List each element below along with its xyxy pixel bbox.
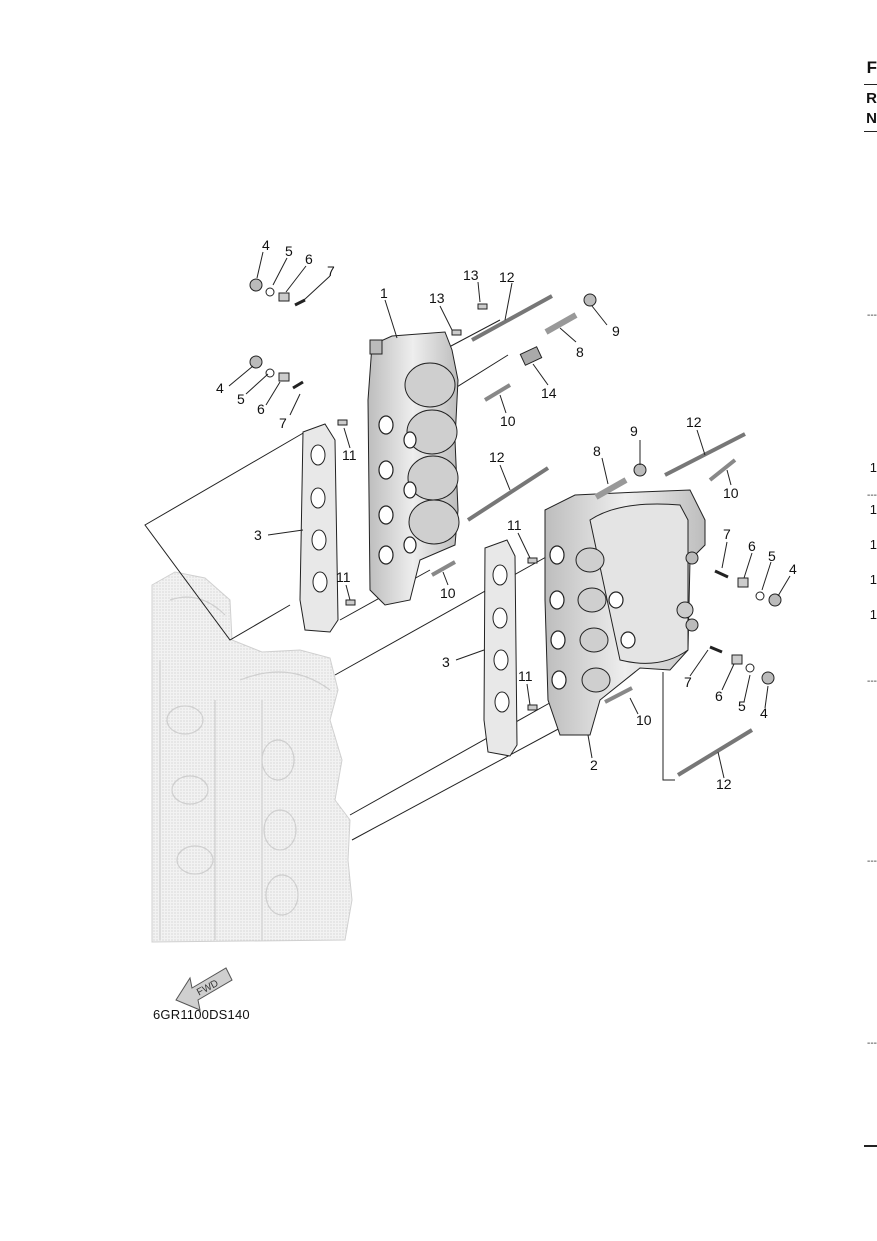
callout-13: 13 <box>429 290 445 306</box>
callout-7: 7 <box>327 263 335 279</box>
callout-11: 11 <box>507 517 522 533</box>
callout-9: 9 <box>630 423 638 439</box>
engine-block-illustration <box>151 571 353 943</box>
callout-4: 4 <box>216 380 224 396</box>
upper-cover-part-1 <box>367 331 460 606</box>
callout-12: 12 <box>499 269 515 285</box>
edge-number: 1 <box>869 460 877 475</box>
edge-dash: --- <box>867 676 877 687</box>
edge-letter: F <box>866 58 877 77</box>
edge-rule <box>864 131 877 132</box>
edge-number: 1 <box>869 502 877 517</box>
figure-code: 6GR1100DS140 <box>153 1007 250 1022</box>
gasket-part-3-upper <box>299 423 339 633</box>
lower-cover-part-2 <box>544 489 706 736</box>
edge-rule <box>864 1145 877 1147</box>
callout-11: 11 <box>342 447 357 463</box>
edge-letter: N <box>866 110 877 127</box>
fwd-label: FWD <box>195 978 220 998</box>
callout-5: 5 <box>285 243 293 259</box>
callout-4: 4 <box>262 237 270 253</box>
callout-7: 7 <box>723 526 731 542</box>
callout-8: 8 <box>593 443 601 459</box>
hardware-parts <box>249 278 782 777</box>
edge-dash: --- <box>867 310 877 321</box>
edge-number: 1 <box>869 607 877 622</box>
callout-6: 6 <box>305 251 313 267</box>
callout-1: 1 <box>380 285 388 301</box>
callout-5: 5 <box>768 548 776 564</box>
callout-leaders <box>228 251 791 779</box>
callout-12: 12 <box>489 449 505 465</box>
edge-rule <box>864 84 877 85</box>
callout-9: 9 <box>612 323 620 339</box>
callout-labels: 1 2 3 3 4 4 4 4 5 5 5 5 6 6 6 6 7 7 7 7 … <box>216 237 797 792</box>
callout-14: 14 <box>541 385 557 401</box>
callout-5: 5 <box>237 391 245 407</box>
edge-dash: --- <box>867 856 877 867</box>
forward-arrow-icon: FWD <box>175 967 233 1011</box>
callout-11: 11 <box>336 569 351 585</box>
callout-12: 12 <box>716 776 732 792</box>
callout-3: 3 <box>254 527 262 543</box>
callout-2: 2 <box>590 757 598 773</box>
callout-10: 10 <box>500 413 516 429</box>
callout-8: 8 <box>576 344 584 360</box>
edge-number: 1 <box>869 537 877 552</box>
callout-10: 10 <box>636 712 652 728</box>
callout-4: 4 <box>760 705 768 721</box>
callout-7: 7 <box>279 415 287 431</box>
callout-12: 12 <box>686 414 702 430</box>
callout-6: 6 <box>748 538 756 554</box>
edge-dash: --- <box>867 490 877 501</box>
callout-5: 5 <box>738 698 746 714</box>
callout-11: 11 <box>518 668 533 684</box>
callout-6: 6 <box>257 401 265 417</box>
callout-4: 4 <box>789 561 797 577</box>
callout-13: 13 <box>463 267 479 283</box>
callout-7: 7 <box>684 674 692 690</box>
callout-3: 3 <box>442 654 450 670</box>
edge-dash: --- <box>867 1038 877 1049</box>
gasket-part-3-lower <box>483 539 518 757</box>
callout-10: 10 <box>440 585 456 601</box>
callout-10: 10 <box>723 485 739 501</box>
callout-6: 6 <box>715 688 723 704</box>
edge-letter: R <box>866 90 877 107</box>
edge-number: 1 <box>869 572 877 587</box>
